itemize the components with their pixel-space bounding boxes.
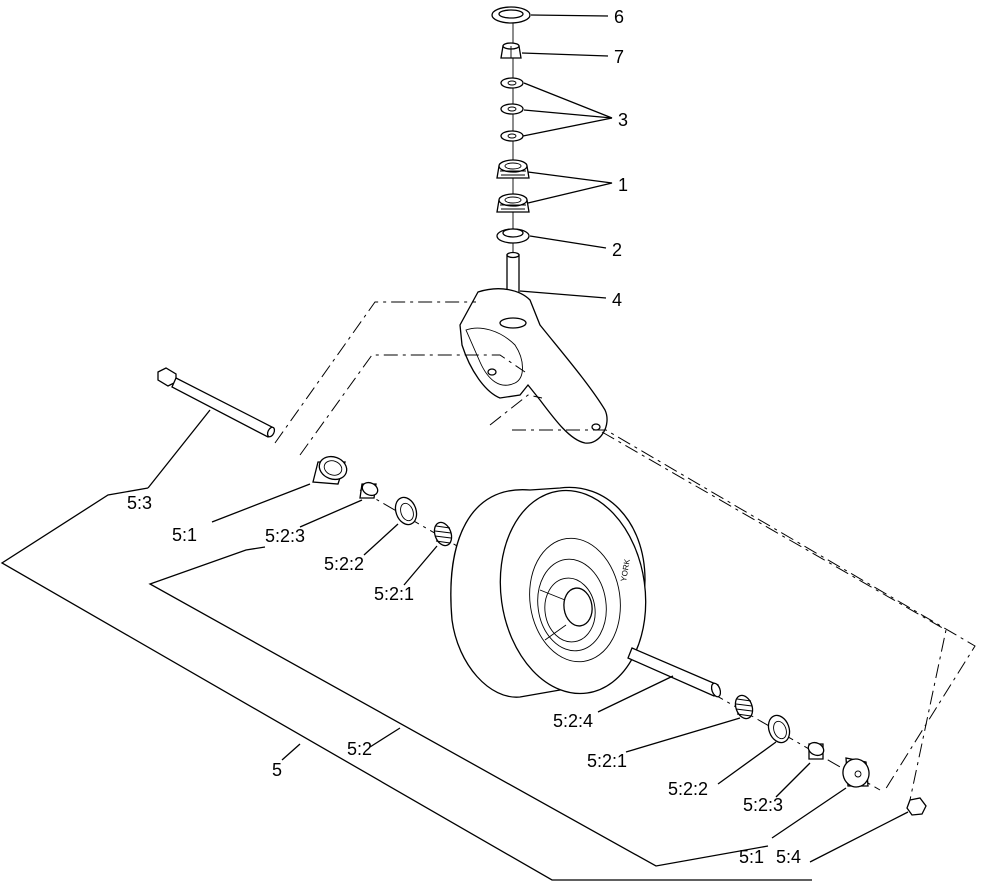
leader-4 [519, 290, 607, 299]
leader-5-3 [147, 409, 211, 489]
caster-fork [459, 288, 608, 444]
leader-5-2-3-left [299, 499, 363, 528]
tapered-bearing-right [734, 694, 754, 720]
bracket-5-2 [148, 546, 769, 867]
bearing-cup-right [767, 714, 791, 744]
leader-5-2-2-left [363, 523, 399, 556]
wheel-assembly: YORK [450, 486, 647, 698]
leader-5-1-right [771, 787, 847, 839]
assembly-line-left [489, 394, 543, 426]
bushing-right [807, 741, 825, 760]
leader-5-2-1-left [403, 545, 438, 586]
callout-5-2: 5:2 [347, 739, 372, 759]
callout-5-4: 5:4 [776, 847, 801, 867]
callout-5-2-1-left: 5:2:1 [374, 584, 414, 604]
bracket-5 [0, 487, 812, 881]
spindle-nut [500, 42, 522, 59]
spacer-left [312, 455, 348, 485]
tire-marking: YORK [619, 558, 632, 583]
callout-7: 7 [614, 47, 624, 67]
leader-6 [530, 14, 609, 17]
callout-5-2-2-right: 5:2:2 [668, 779, 708, 799]
assembly-line-right-2 [601, 431, 947, 801]
leader-5-2-3-right [775, 762, 811, 798]
leader-3b [522, 117, 613, 137]
dust-cap [491, 6, 531, 24]
axle-sleeve [627, 647, 722, 698]
axle-locknut [906, 797, 927, 816]
callout-5-2-4: 5:2:4 [553, 711, 593, 731]
bearing-cup-left [394, 496, 418, 526]
callout-1: 1 [618, 175, 628, 195]
assembly-line-upper [274, 301, 476, 444]
leader-3 [523, 82, 613, 119]
callout-5: 5 [272, 760, 282, 780]
leader-5-4 [809, 811, 909, 863]
callout-3: 3 [618, 110, 628, 130]
axle-bolt [157, 367, 276, 438]
assembly-line-right [512, 429, 976, 791]
leader-1 [527, 171, 613, 204]
leader-5-2-4 [597, 675, 674, 713]
spacer-right [842, 757, 870, 788]
leader-5-2-1-right [625, 717, 741, 753]
leader-5 [281, 743, 301, 761]
bushing-left [359, 481, 379, 499]
bearing-cup [496, 228, 530, 244]
callout-4: 4 [612, 290, 622, 310]
washers [500, 77, 524, 142]
assembly-line-middle [299, 354, 526, 456]
callout-6: 6 [614, 7, 624, 27]
callout-5-2-3-left: 5:2:3 [265, 526, 305, 546]
tapered-bearing-left [433, 521, 453, 547]
leader-2 [529, 235, 607, 249]
leader-5-1-left [211, 483, 311, 523]
callout-5-2-2-left: 5:2:2 [324, 554, 364, 574]
callout-5-2-1-right: 5:2:1 [587, 751, 627, 771]
tapered-bearings [496, 159, 530, 213]
callout-5-2-3-right: 5:2:3 [743, 795, 783, 815]
leader-7 [521, 52, 609, 57]
leader-5-2 [369, 727, 401, 748]
callout-5-1-right: 5:1 [739, 847, 764, 867]
callout-5-3: 5:3 [127, 493, 152, 513]
callout-2: 2 [612, 240, 622, 260]
leader-5-2-2-right [717, 741, 777, 785]
callout-5-1-left: 5:1 [172, 525, 197, 545]
